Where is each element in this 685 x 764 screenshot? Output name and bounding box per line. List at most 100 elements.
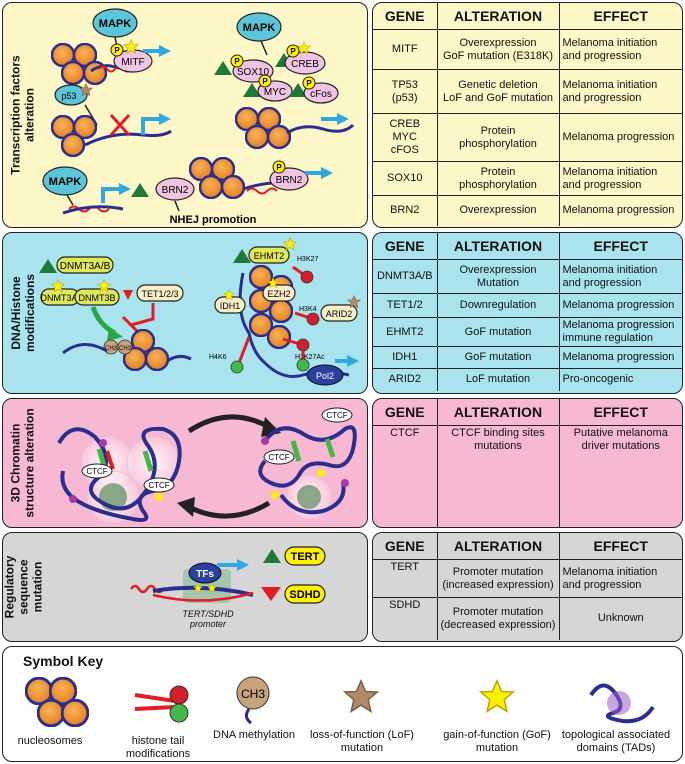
arid2-protein: ARID2 xyxy=(320,304,358,322)
nucleosome-cluster xyxy=(189,157,245,199)
brn2-protein: BRN2 xyxy=(269,167,309,191)
svg-text:TET1/2/3: TET1/2/3 xyxy=(141,289,178,299)
key-label-dna-methylation: DNA methylation xyxy=(213,729,295,741)
ezh2-protein: EZH2 xyxy=(262,284,296,302)
svg-text:BRN2: BRN2 xyxy=(162,185,189,196)
down-triangle-icon xyxy=(123,290,133,300)
svg-text:CH3: CH3 xyxy=(105,346,118,352)
svg-text:CREB: CREB xyxy=(291,59,319,70)
svg-text:DNMT3A: DNMT3A xyxy=(40,293,77,303)
svg-text:CH3: CH3 xyxy=(119,346,132,352)
panel-3d-chromatin: 3D Chromatin structure alteration CTCF C… xyxy=(2,398,368,528)
inhibition-cross-icon xyxy=(109,113,131,137)
gof-star-icon xyxy=(480,680,514,713)
tert-label: TERT xyxy=(284,546,326,566)
key-label-gof: gain-of-function (GoF) mutation xyxy=(443,729,551,754)
up-triangle-icon xyxy=(214,61,232,75)
svg-text:H4K6: H4K6 xyxy=(209,354,227,361)
svg-text:CH3: CH3 xyxy=(241,687,265,701)
key-label-tads: topological associated domains (TADs) xyxy=(561,729,671,754)
svg-text:P: P xyxy=(290,47,296,56)
svg-text:p53: p53 xyxy=(61,91,76,101)
panel-transcription-factors: Transcription factors alteration MAPK MI… xyxy=(2,2,368,228)
nucleosome-stack xyxy=(249,265,293,349)
svg-text:TERT: TERT xyxy=(291,551,320,563)
ctcf-protein: CTCF xyxy=(321,407,353,423)
pol2-protein: Pol2 xyxy=(306,364,344,386)
svg-text:BRN2: BRN2 xyxy=(276,175,303,186)
svg-text:DNMT3B: DNMT3B xyxy=(78,293,115,303)
ctcf-protein: CTCF xyxy=(143,477,175,493)
svg-text:P: P xyxy=(234,57,240,66)
chromatin-diagram: CTCF CTCF CTCF CTCF xyxy=(57,407,357,524)
tfs-protein: TFs xyxy=(188,562,222,584)
svg-text:CTCF: CTCF xyxy=(326,411,347,420)
ch3-icon: CH3 xyxy=(236,676,270,725)
svg-text:EZH2: EZH2 xyxy=(267,289,290,299)
nucleosome-cluster xyxy=(235,107,291,149)
tad-icon xyxy=(589,683,655,724)
panel-regulatory: Regulatory sequence mutation TFs TERT SD… xyxy=(2,532,368,642)
histone-diagram: DNMT3A/B DNMT3A DNMT3B TET1/2/3 CH3 xyxy=(39,237,361,386)
p53-protein: p53 xyxy=(54,84,88,106)
key-label-lof: loss-of-function (LoF) mutation xyxy=(310,729,414,754)
brn2-protein: BRN2 xyxy=(155,177,195,201)
svg-text:MAPK: MAPK xyxy=(99,18,131,30)
nucleosome-icon xyxy=(25,677,89,727)
lof-star-icon xyxy=(344,680,378,713)
svg-text:CTCF: CTCF xyxy=(86,467,107,476)
svg-text:P: P xyxy=(114,46,120,55)
arrow-icon xyxy=(159,45,171,57)
tet-protein: TET1/2/3 xyxy=(136,284,184,302)
nucleosome-cluster xyxy=(51,115,97,157)
key-icons: CH3 xyxy=(25,676,655,727)
symbol-key-title: Symbol Key xyxy=(23,653,104,669)
mapk-blob: MAPK xyxy=(42,166,88,196)
svg-text:IDH1: IDH1 xyxy=(220,301,241,311)
svg-text:H3K27Ac: H3K27Ac xyxy=(295,354,325,361)
svg-text:SOX10: SOX10 xyxy=(237,67,270,78)
sdhd-label: SDHD xyxy=(284,584,326,604)
dnmt3b-protein: DNMT3B xyxy=(74,288,120,306)
svg-text:SDHD: SDHD xyxy=(289,589,320,601)
dnmt3a-protein: DNMT3A xyxy=(40,288,80,306)
svg-text:P: P xyxy=(276,163,282,172)
ch3-mark: CH3 CH3 xyxy=(103,339,133,355)
ctcf-protein: CTCF xyxy=(81,463,113,479)
svg-text:CTCF: CTCF xyxy=(268,453,289,462)
promoter-label: TERT/SDHD promoter xyxy=(182,609,234,629)
svg-text:EHMT2: EHMT2 xyxy=(254,251,285,261)
svg-text:MITF: MITF xyxy=(121,57,144,68)
svg-text:MAPK: MAPK xyxy=(49,176,81,188)
svg-text:P: P xyxy=(262,77,268,86)
mapk-blob: MAPK xyxy=(236,12,282,42)
tf-diagram: MAPK MITF P p53 xyxy=(42,8,355,226)
regulatory-diagram: TFs TERT SDHD xyxy=(129,546,326,604)
nhej-label: NHEJ promotion xyxy=(170,214,257,226)
idh1-protein: IDH1 xyxy=(214,296,246,314)
svg-text:TFs: TFs xyxy=(196,569,214,580)
svg-text:MYC: MYC xyxy=(264,87,286,98)
svg-text:P: P xyxy=(306,79,312,88)
panel-dna-histone: DNA/Histone modifications DNMT3A/B DNMT3… xyxy=(2,232,368,394)
svg-text:ARID2: ARID2 xyxy=(326,309,353,319)
mapk-blob: MAPK xyxy=(92,8,138,38)
ctcf-protein: CTCF xyxy=(263,449,295,465)
